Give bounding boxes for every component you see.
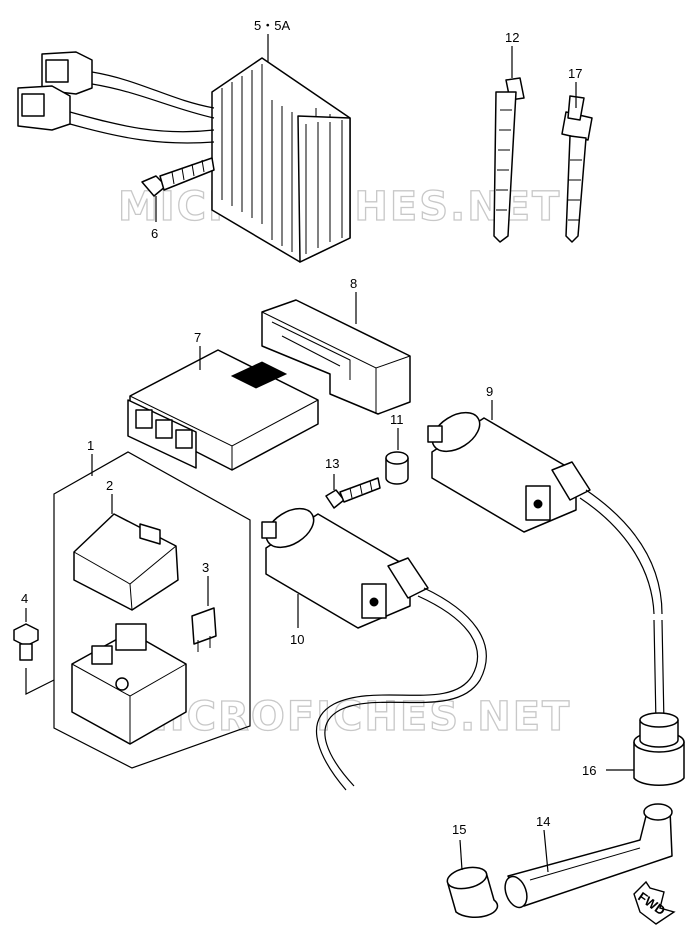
bolt-4 — [13, 623, 39, 661]
callout-12: 12 — [505, 30, 519, 45]
clamp-tie-17 — [561, 95, 593, 243]
fuse-box-base — [71, 623, 187, 745]
callout-3: 3 — [202, 560, 209, 575]
callout-8: 8 — [350, 276, 357, 291]
regulator-rectifier — [17, 51, 351, 263]
callout-17: 17 — [568, 66, 582, 81]
callout-13: 13 — [325, 456, 339, 471]
callout-7: 7 — [194, 330, 201, 345]
forward-direction-arrow: FWD — [633, 880, 676, 925]
boot-14 — [504, 803, 673, 909]
callout-2: 2 — [106, 478, 113, 493]
ignition-coil-10 — [261, 507, 487, 791]
spacer-11 — [385, 451, 409, 485]
ignition-coil-9 — [427, 411, 665, 725]
igniter-unit-7 — [127, 349, 319, 471]
fuse-box-frame — [53, 451, 251, 769]
bolt-13 — [325, 477, 381, 509]
callout-15: 15 — [452, 822, 466, 837]
callout-14: 14 — [536, 814, 550, 829]
fuse-3 — [191, 607, 217, 652]
callout-4: 4 — [21, 591, 28, 606]
watermark-bottom: MICROFICHES.NET — [128, 694, 571, 740]
callout-1: 1 — [87, 438, 94, 453]
ring-15 — [446, 866, 499, 918]
callout-10: 10 — [290, 632, 304, 647]
callout-16: 16 — [582, 763, 596, 778]
callout-9: 9 — [486, 384, 493, 399]
grommet-16 — [633, 712, 685, 787]
igniter-cover-8 — [261, 299, 411, 415]
cable-tie-12 — [493, 77, 525, 243]
fuse-box-cover-2 — [73, 513, 179, 611]
callout-11: 11 — [390, 412, 404, 427]
callout-5-5a: 5・5A — [254, 18, 290, 33]
callout-6: 6 — [151, 226, 158, 241]
